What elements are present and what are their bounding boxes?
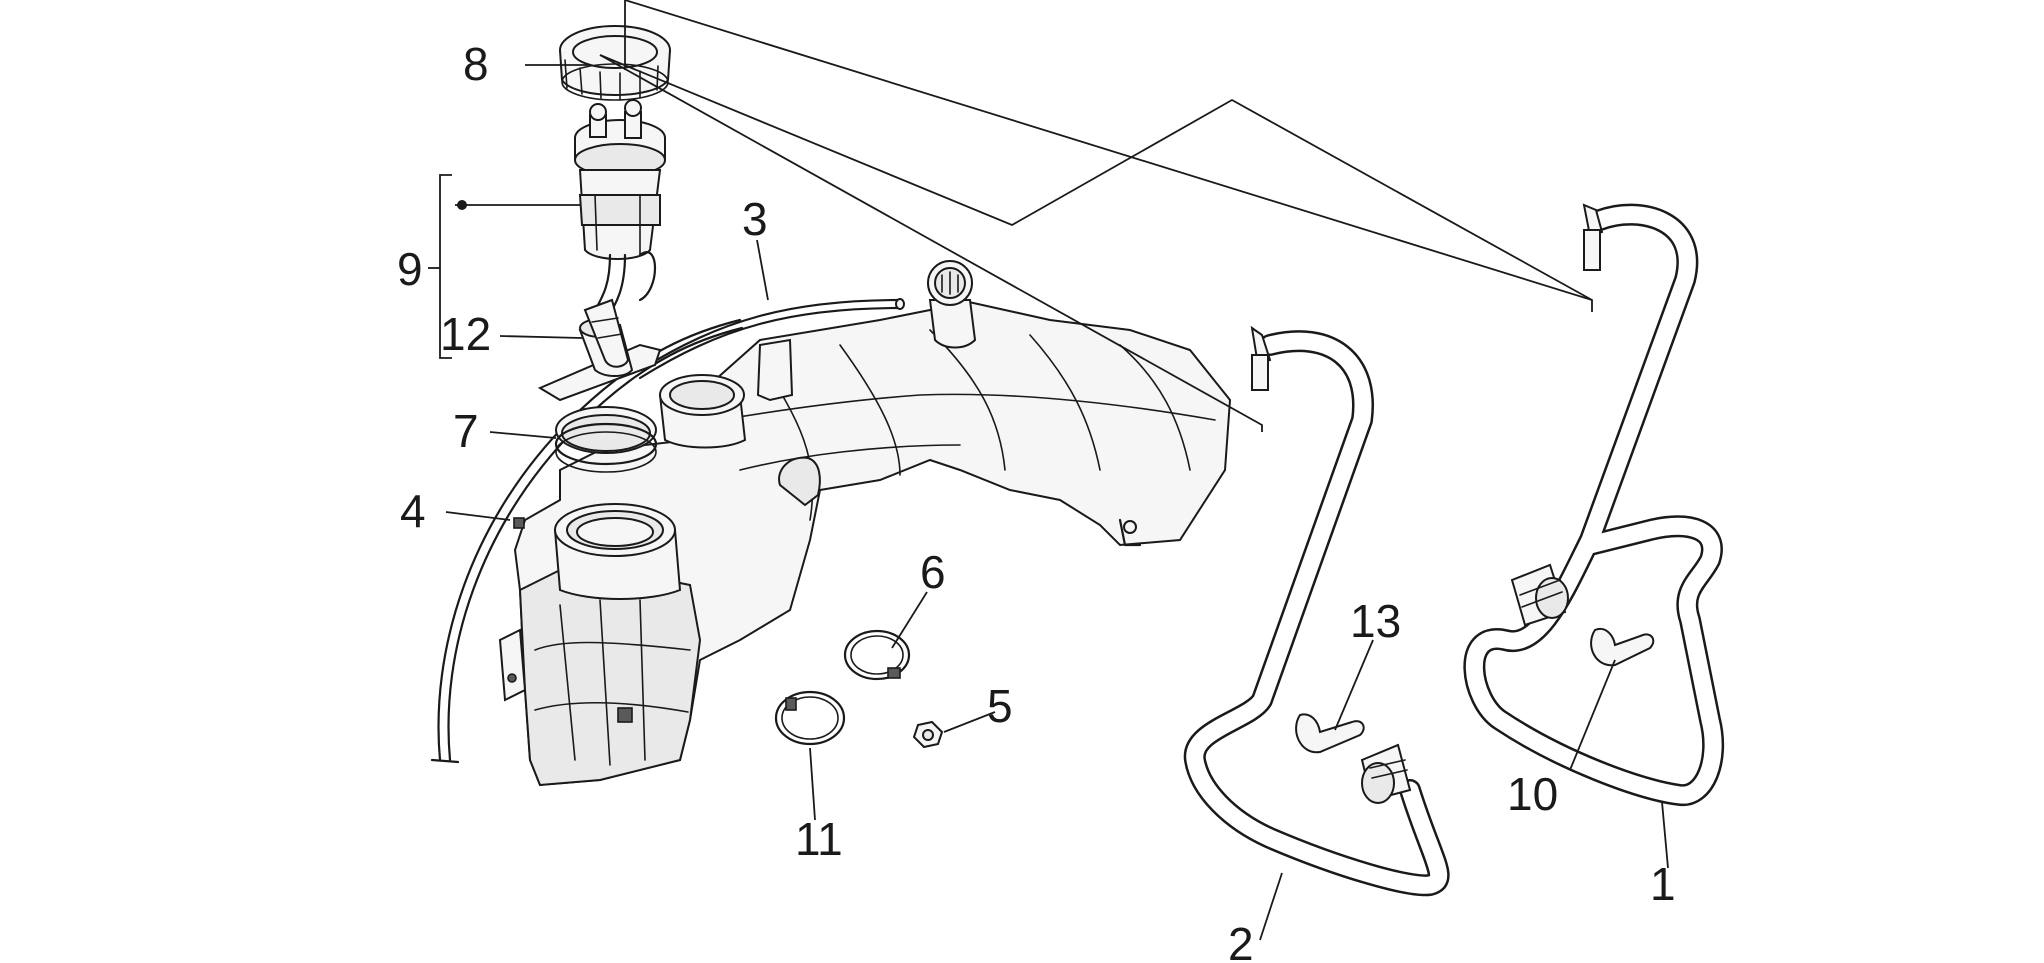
tank-bracket [756, 338, 794, 402]
part-9-fuel-pump [574, 99, 666, 368]
part-7-seal-ring [554, 406, 658, 473]
part-8-lock-ring [559, 25, 671, 101]
callout-12: 12 [440, 308, 491, 360]
leader-lines [428, 64, 1669, 941]
callout-labels: 8 9 12 7 4 3 6 5 11 13 2 10 1 [397, 38, 1676, 963]
part-10-clip [1590, 628, 1655, 667]
callout-4: 4 [400, 485, 426, 537]
callout-6: 6 [920, 546, 946, 598]
callout-9: 9 [397, 243, 423, 295]
part-3-vent-hose [638, 298, 905, 380]
callout-13: 13 [1350, 595, 1401, 647]
filler-neck [553, 503, 682, 600]
part-11-hose-clip [774, 690, 846, 746]
fuel-tank [498, 298, 1232, 787]
callout-8: 8 [463, 38, 489, 90]
callout-2: 2 [1228, 918, 1254, 963]
part-1-hose [1463, 203, 1725, 807]
pump-neck [658, 374, 747, 449]
part-5-nut [912, 720, 944, 749]
callout-3: 3 [742, 193, 768, 245]
tank-valve [927, 260, 977, 349]
callout-7: 7 [453, 405, 479, 457]
callout-1: 1 [1650, 858, 1676, 910]
callout-10: 10 [1507, 768, 1558, 820]
part-6-hose-clamp [843, 629, 911, 681]
part-13-clip [1295, 713, 1365, 754]
callout-11: 11 [795, 813, 843, 865]
callout-5: 5 [987, 680, 1013, 732]
part-2-hose [1183, 325, 1450, 897]
assembly-reference-line [624, 0, 1593, 312]
